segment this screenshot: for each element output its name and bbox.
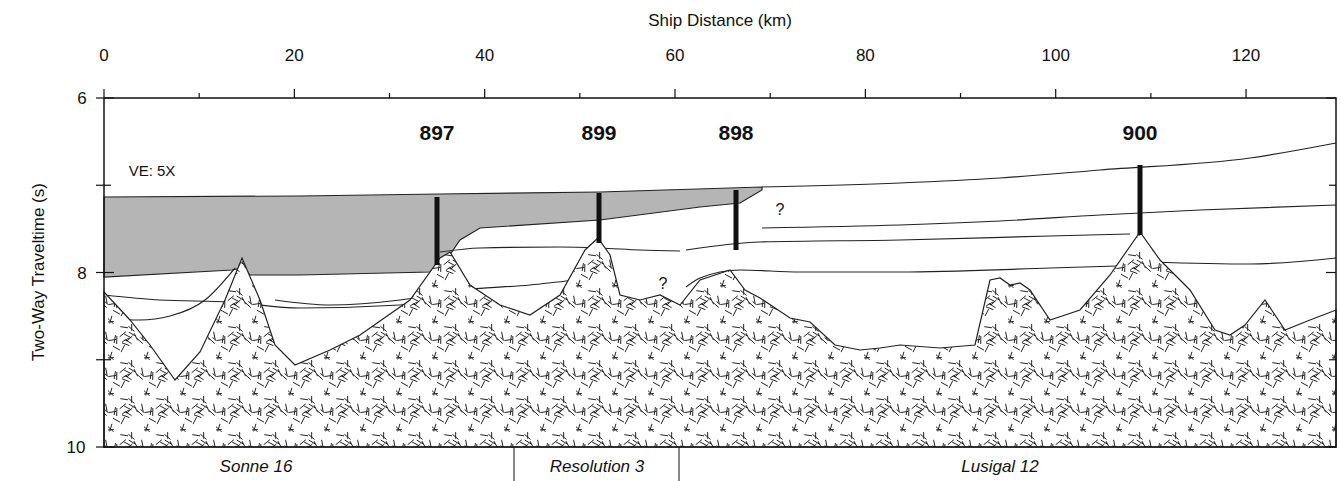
axis-tick xyxy=(389,93,390,98)
survey-name: Lusigal 12 xyxy=(961,458,1039,475)
seismic-horizon xyxy=(440,247,680,252)
seismic-horizon xyxy=(686,234,1130,250)
survey-name: Sonne 16 xyxy=(220,458,293,475)
axis-tick xyxy=(96,97,104,98)
tick-label: 6 xyxy=(77,90,86,107)
tick-label: 80 xyxy=(856,47,875,64)
tick-label: 60 xyxy=(666,47,685,64)
site-label: 899 xyxy=(581,122,616,143)
axis-tick xyxy=(1326,446,1336,447)
axis-tick xyxy=(96,359,104,360)
axis-tick xyxy=(1329,185,1336,186)
drill-site xyxy=(1138,165,1143,235)
axis-tick xyxy=(199,93,200,98)
axis-tick xyxy=(579,93,580,98)
site-label: 900 xyxy=(1122,122,1157,143)
seismic-horizon xyxy=(104,268,235,320)
segment-divider xyxy=(679,447,680,481)
axis-tick xyxy=(96,185,104,186)
segment-divider xyxy=(514,447,515,481)
survey-name: Resolution 3 xyxy=(550,458,645,475)
seismic-horizon xyxy=(762,205,1336,228)
axis-tick xyxy=(104,272,114,273)
tick-label: 8 xyxy=(77,264,86,281)
axis-tick xyxy=(1150,93,1151,98)
seismic-horizon xyxy=(686,265,1150,287)
tick-label: 40 xyxy=(475,47,494,64)
seismic-horizon xyxy=(762,143,1336,187)
axis-tick xyxy=(103,89,104,98)
axis-tick xyxy=(674,89,675,98)
axis-tick xyxy=(1245,89,1246,98)
axis-tick xyxy=(104,446,114,447)
site-label: 898 xyxy=(718,122,753,143)
axis-tick xyxy=(484,89,485,98)
axis-tick xyxy=(1326,97,1336,98)
axis-tick xyxy=(1326,272,1336,273)
axis-tick xyxy=(294,89,295,98)
axis-tick xyxy=(770,93,771,98)
tick-label: 20 xyxy=(285,47,304,64)
drill-site xyxy=(435,197,440,265)
drill-site xyxy=(734,190,739,250)
seismic-horizon xyxy=(1150,258,1336,264)
site-label: 897 xyxy=(419,122,454,143)
tick-label: 0 xyxy=(99,47,108,64)
query-mark: ? xyxy=(657,276,670,292)
volcanic-basement xyxy=(104,232,1336,447)
axis-tick xyxy=(104,359,111,360)
sediment-unit xyxy=(104,187,762,277)
tick-label: 120 xyxy=(1232,47,1260,64)
drill-site xyxy=(597,193,602,243)
axis-tick xyxy=(960,93,961,98)
axis-tick xyxy=(1329,359,1336,360)
tick-label: 10 xyxy=(67,439,86,456)
note: VE: 5X xyxy=(129,163,176,178)
axis-title: Ship Distance (km) xyxy=(648,12,792,29)
axis-tick xyxy=(1055,89,1056,98)
seismic-horizon xyxy=(104,292,440,308)
axis-title: Two-Way Traveltime (s) xyxy=(30,183,47,361)
axis-tick xyxy=(96,446,104,447)
axis-tick xyxy=(104,97,114,98)
axis-tick xyxy=(865,89,866,98)
query-mark: ? xyxy=(774,202,787,218)
axis-tick xyxy=(96,272,104,273)
tick-label: 100 xyxy=(1042,47,1070,64)
plot-frame xyxy=(104,98,1336,447)
axis-tick xyxy=(104,185,111,186)
